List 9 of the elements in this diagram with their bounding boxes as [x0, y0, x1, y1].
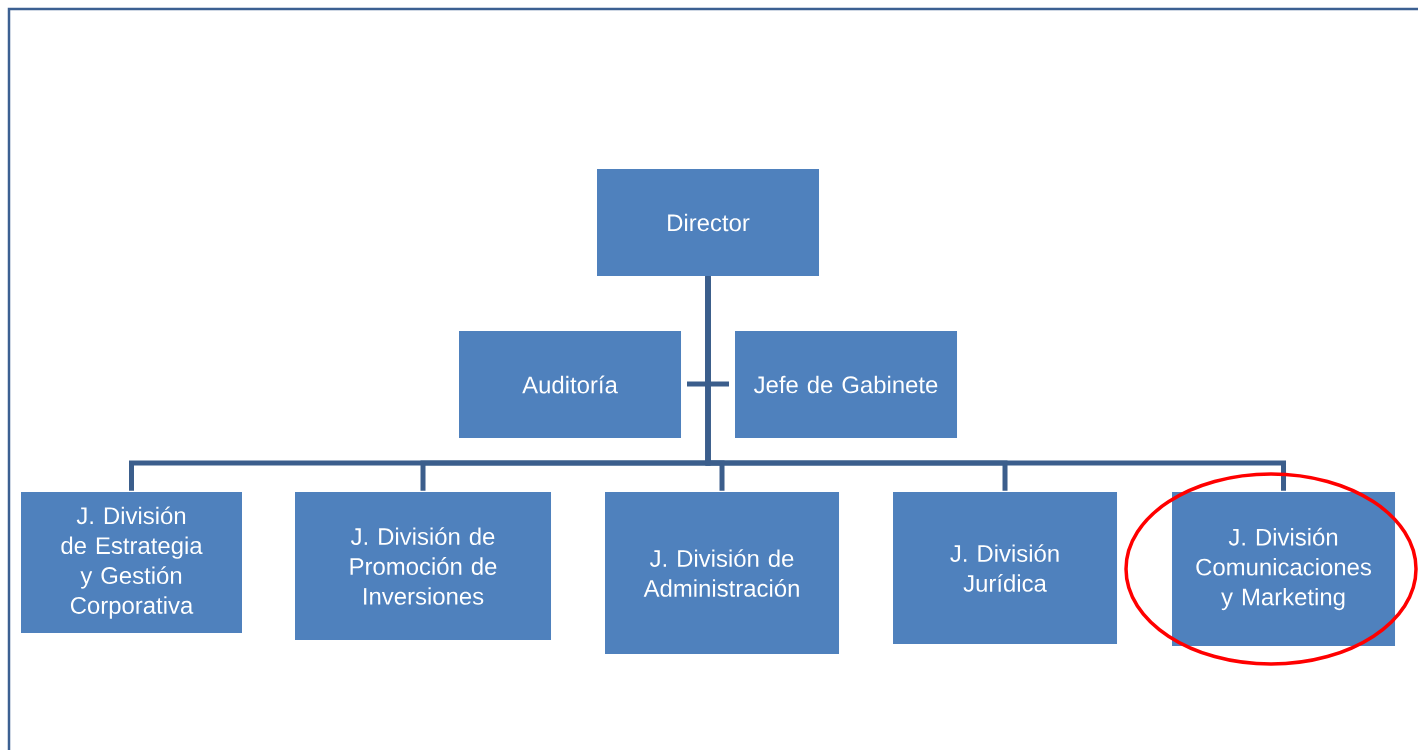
org-box: J. División Jurídica — [893, 492, 1117, 644]
org-box: Director — [597, 169, 819, 276]
org-box: J. División de Estrategia y Gestión Corporativa — [21, 492, 242, 633]
org-box: J. División Comunicaciones y Marketing — [1172, 492, 1395, 646]
org-box: Auditoría — [459, 331, 681, 438]
org-box: J. División de Administración — [605, 492, 839, 654]
org-box: Jefe de Gabinete — [735, 331, 957, 438]
connector-line — [705, 276, 1286, 491]
org-box: J. División de Promoción de Inversiones — [295, 492, 551, 640]
